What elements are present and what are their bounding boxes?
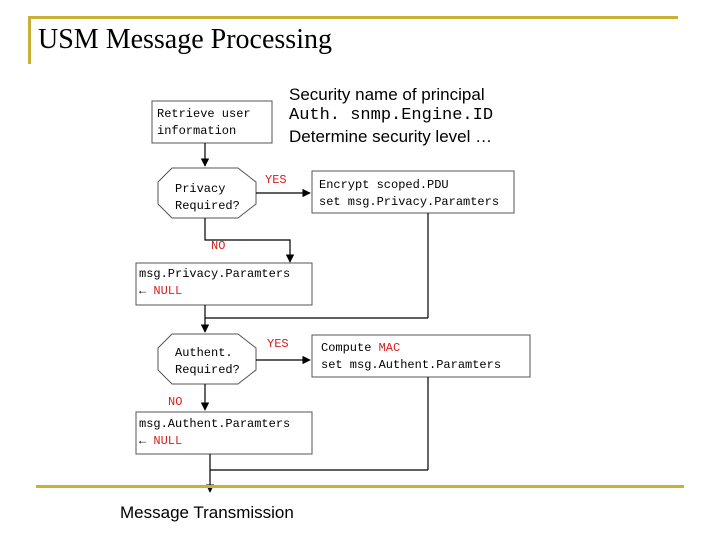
authent-null-text: msg.Authent.Paramters ← NULL	[139, 416, 290, 450]
security-note: Security name of principal Auth. snmp.En…	[289, 84, 493, 147]
authent-no-label: NO	[168, 395, 183, 409]
authent-null-value: NULL	[153, 434, 183, 448]
mac-box	[311, 334, 531, 378]
privacy-yes-label: YES	[265, 173, 287, 187]
encrypt-box-text: Encrypt scoped.PDU set msg.Privacy.Param…	[319, 177, 499, 211]
title-accent-vertical	[28, 16, 31, 64]
privacy-null-value: NULL	[153, 284, 183, 298]
mac-prefix: Compute	[321, 341, 379, 355]
authent-line1: Authent.	[175, 346, 233, 360]
note-line3: Determine security level …	[289, 127, 493, 146]
encrypt-line1: Encrypt scoped.PDU	[319, 178, 449, 192]
retrieve-box-text: Retrieve user information	[157, 106, 251, 140]
left-arrow-icon: ←	[139, 434, 147, 448]
privacy-decision: Privacy Required?	[175, 181, 240, 215]
authent-decision-shape	[157, 333, 257, 385]
privacy-null-text: msg.Privacy.Paramters ← NULL	[139, 266, 290, 300]
mac-line1: Compute MAC	[321, 340, 501, 357]
authent-line2: Required?	[175, 363, 240, 377]
note-line1: Security name of principal	[289, 85, 485, 104]
retrieve-line1: Retrieve user	[157, 107, 251, 121]
authent-null-line1: msg.Authent.Paramters	[139, 417, 291, 431]
privacy-null-box	[135, 262, 313, 306]
privacy-line1: Privacy	[175, 182, 226, 196]
privacy-no-label: NO	[211, 239, 226, 253]
privacy-null-line1: msg.Privacy.Paramters	[139, 267, 291, 281]
message-transmission-label: Message Transmission	[120, 503, 294, 522]
mac-highlight: MAC	[378, 341, 401, 355]
slide-title: USM Message Processing	[38, 24, 332, 55]
bottom-rule	[36, 485, 684, 488]
left-arrow-icon: ←	[139, 284, 147, 298]
encrypt-line2: set msg.Privacy.Paramters	[319, 195, 500, 209]
authent-yes-label: YES	[267, 337, 289, 351]
privacy-line2: Required?	[175, 199, 240, 213]
authent-null-line2: ← NULL	[139, 433, 290, 450]
retrieve-line2: information	[157, 124, 237, 138]
privacy-null-line2: ← NULL	[139, 283, 290, 300]
authent-null-box	[135, 411, 313, 455]
authent-decision: Authent. Required?	[175, 345, 240, 379]
note-line2: Auth. snmp.Engine.ID	[289, 106, 494, 125]
retrieve-box	[151, 100, 273, 144]
privacy-decision-shape	[157, 167, 257, 219]
mac-line2: set msg.Authent.Paramters	[321, 358, 502, 372]
mac-box-text: Compute MAC set msg.Authent.Paramters	[321, 340, 501, 374]
title-accent-horizontal	[28, 16, 678, 19]
encrypt-box	[311, 170, 515, 214]
